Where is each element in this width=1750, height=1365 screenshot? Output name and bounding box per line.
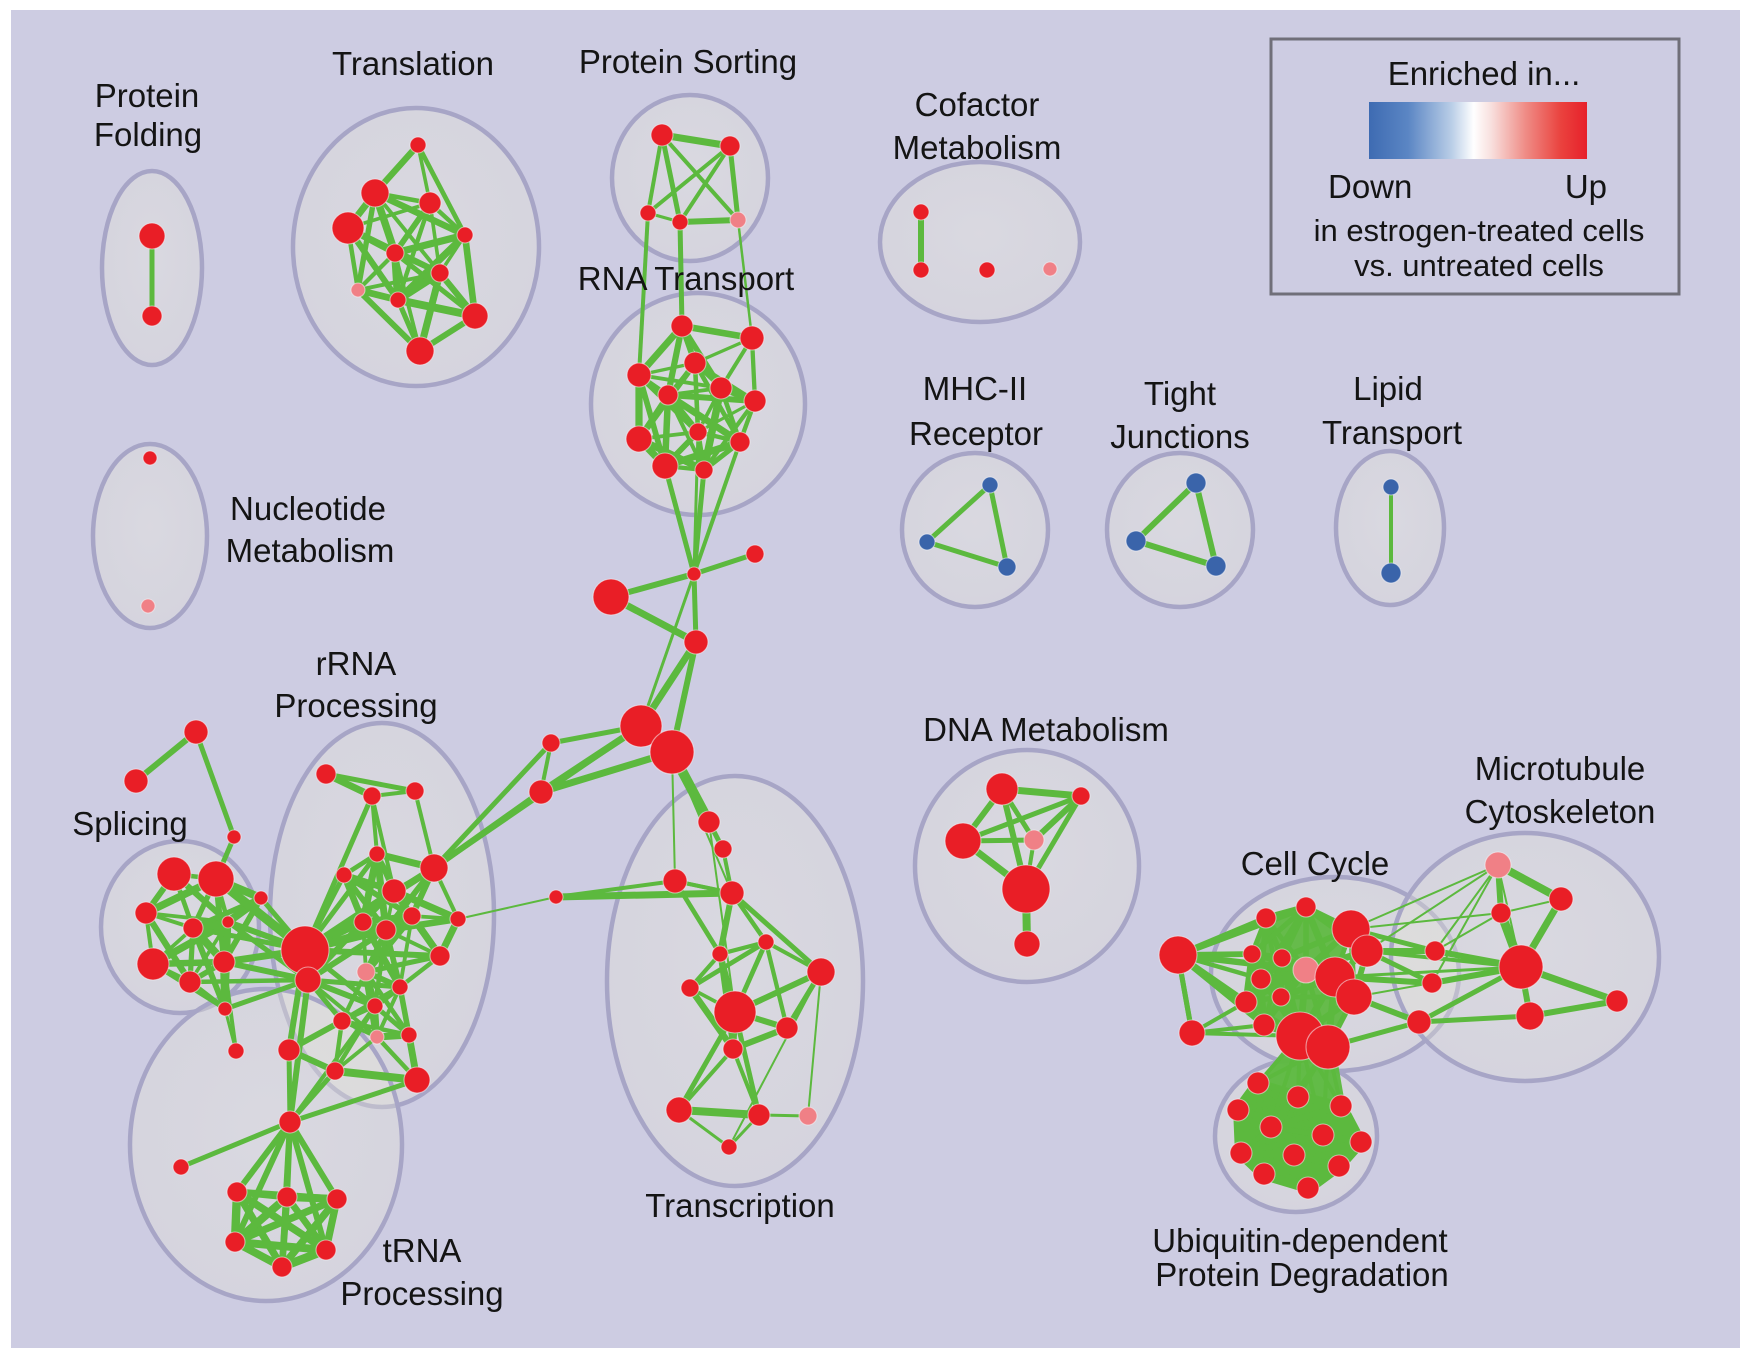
svg-text:Transport: Transport — [1322, 414, 1462, 451]
svg-text:Splicing: Splicing — [72, 805, 188, 842]
svg-text:DNA Metabolism: DNA Metabolism — [923, 711, 1169, 748]
svg-text:Metabolism: Metabolism — [893, 129, 1062, 166]
svg-text:Microtubule: Microtubule — [1475, 750, 1646, 787]
svg-text:rRNA: rRNA — [316, 645, 397, 682]
svg-text:Folding: Folding — [94, 116, 202, 153]
svg-text:tRNA: tRNA — [383, 1232, 462, 1269]
svg-text:Lipid: Lipid — [1353, 370, 1423, 407]
svg-text:Cytoskeleton: Cytoskeleton — [1465, 793, 1656, 830]
svg-text:Nucleotide: Nucleotide — [230, 490, 386, 527]
svg-text:Enriched in...: Enriched in... — [1388, 55, 1581, 92]
svg-text:Protein: Protein — [95, 77, 200, 114]
svg-text:Protein Sorting: Protein Sorting — [579, 43, 797, 80]
svg-text:Ubiquitin-dependent: Ubiquitin-dependent — [1152, 1222, 1447, 1259]
svg-text:Protein Degradation: Protein Degradation — [1155, 1256, 1449, 1293]
svg-text:Translation: Translation — [332, 45, 494, 82]
svg-text:Receptor: Receptor — [909, 415, 1043, 452]
svg-text:Tight: Tight — [1144, 375, 1216, 412]
svg-text:Processing: Processing — [274, 687, 437, 724]
svg-text:Junctions: Junctions — [1110, 418, 1249, 455]
svg-text:RNA Transport: RNA Transport — [578, 260, 794, 297]
svg-text:Processing: Processing — [340, 1275, 503, 1312]
svg-text:in estrogen-treated cells: in estrogen-treated cells — [1314, 213, 1645, 248]
svg-text:Cofactor: Cofactor — [915, 86, 1040, 123]
svg-text:MHC-II: MHC-II — [923, 370, 1027, 407]
svg-text:Down: Down — [1328, 168, 1412, 205]
svg-text:Cell Cycle: Cell Cycle — [1241, 845, 1390, 882]
svg-text:Transcription: Transcription — [645, 1187, 835, 1224]
svg-text:vs. untreated cells: vs. untreated cells — [1354, 248, 1604, 283]
svg-text:Metabolism: Metabolism — [226, 532, 395, 569]
svg-text:Up: Up — [1565, 168, 1607, 205]
